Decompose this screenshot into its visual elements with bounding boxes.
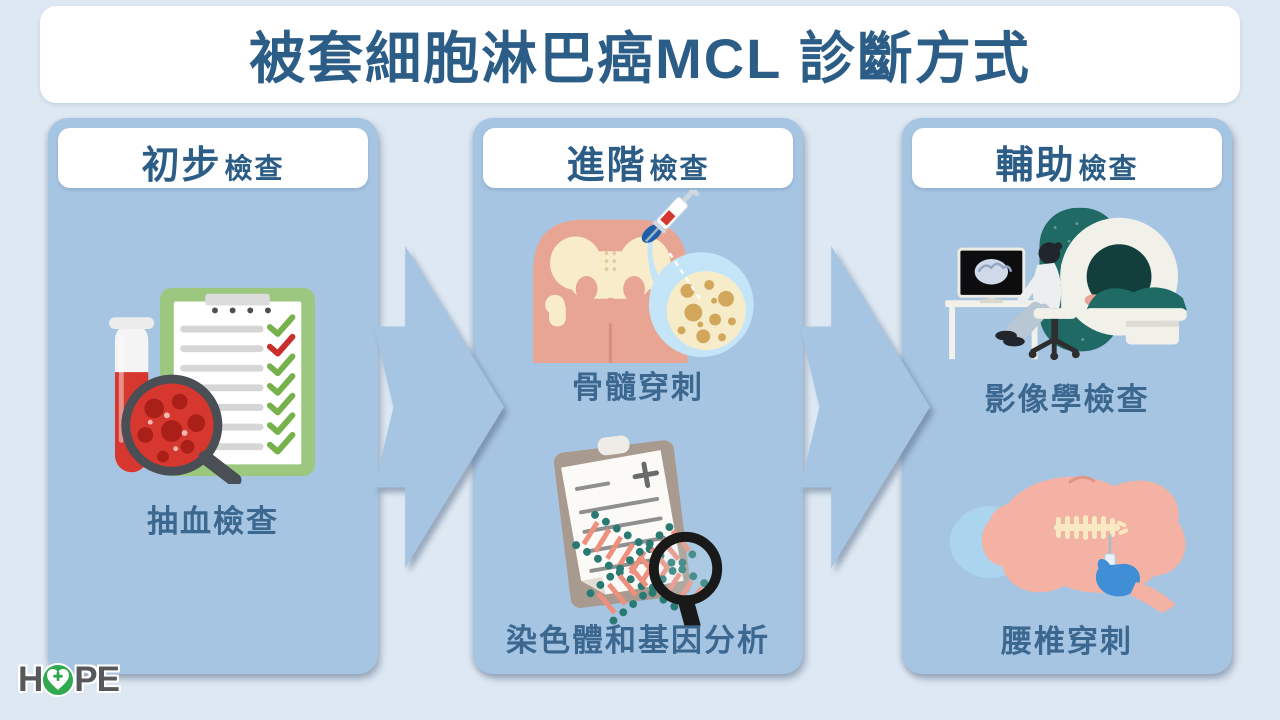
logo-suffix: PE [74, 660, 120, 699]
panel-advanced-header: 進階 檢查 [483, 128, 793, 188]
item-label-blood-test: 抽血檢查 [147, 504, 279, 539]
item-label-chromosome-gene: 染色體和基因分析 [506, 623, 770, 658]
title-banner: 被套細胞淋巴癌MCL 診斷方式 [40, 6, 1240, 103]
lumbar-puncture-icon [942, 458, 1192, 618]
page-title: 被套細胞淋巴癌MCL 診斷方式 [249, 27, 1031, 90]
chromosome-gene-analysis-icon [524, 424, 752, 633]
chair [1061, 258, 1075, 316]
panel-advanced-tests: 進階 檢查 [473, 118, 803, 674]
patient-bed [1084, 287, 1187, 345]
plus-icon [632, 461, 660, 488]
panel-auxiliary-tests: 輔助 檢查 [902, 118, 1232, 674]
technician [995, 242, 1063, 347]
header-sub-text: 檢查 [1078, 153, 1139, 184]
arrow-right-icon [372, 240, 512, 574]
blood-test-icon [86, 278, 341, 489]
header-sub-text: 檢查 [224, 153, 285, 184]
item-label-lumbar-puncture: 腰椎穿刺 [1001, 624, 1133, 659]
checkmarks [266, 314, 296, 455]
item-label-imaging: 影像學檢查 [984, 382, 1150, 417]
gloved-hand [1095, 558, 1176, 613]
panel-initial-header: 初步 檢查 [58, 128, 368, 188]
logo-prefix: H [18, 660, 43, 699]
syringe-icon [645, 184, 700, 243]
panel-auxiliary-header: 輔助 檢查 [912, 128, 1222, 188]
item-label-bone-marrow: 骨髓穿刺 [572, 370, 704, 405]
arrow-right-icon [798, 240, 938, 574]
header-main-text: 輔助 [995, 145, 1076, 187]
bone-marrow-aspiration-icon [519, 184, 757, 368]
header-main-text: 初步 [141, 145, 222, 187]
hope-logo: H PE [18, 660, 120, 700]
magnified-marrow [647, 237, 754, 358]
header-sub-text: 檢查 [649, 153, 710, 184]
hope-heart-icon [41, 663, 76, 697]
magnifier-icon [121, 374, 242, 487]
header-main-text: 進階 [566, 145, 647, 187]
magnifier-icon [648, 531, 723, 633]
panel-initial-tests: 初步 檢查 [48, 118, 378, 674]
chair-base [1028, 308, 1080, 361]
monitor-brain-scan [957, 247, 1026, 304]
imaging-mri-icon [939, 202, 1195, 374]
spine [1054, 515, 1129, 540]
